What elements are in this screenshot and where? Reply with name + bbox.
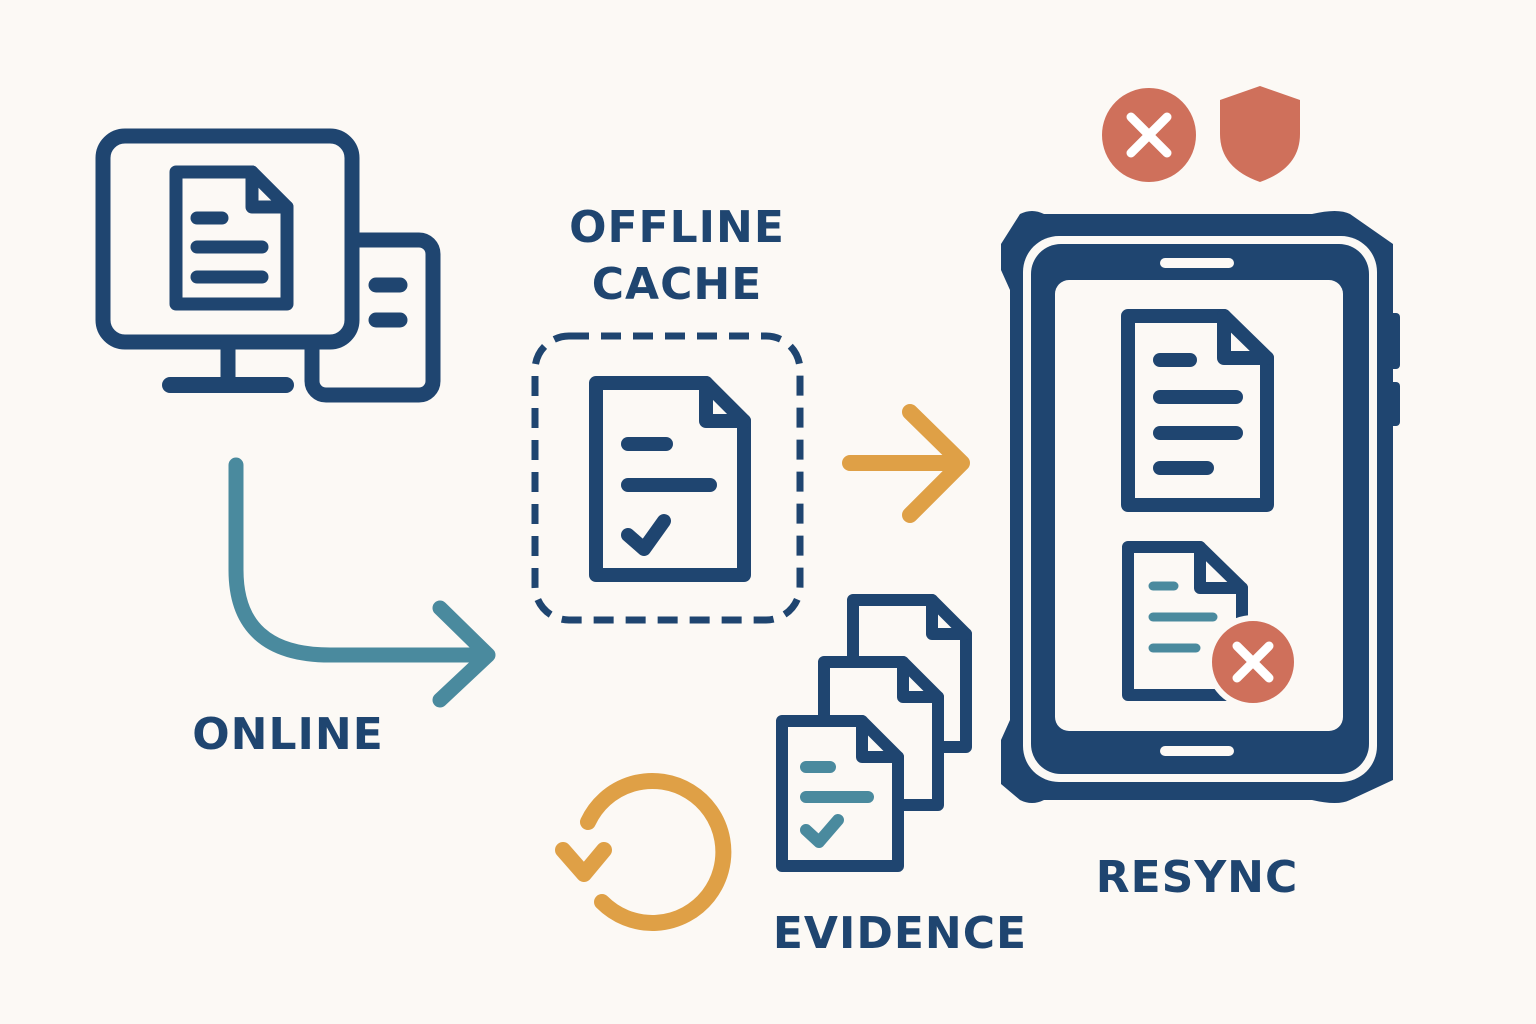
- evidence-document-lines: [800, 761, 874, 848]
- rugged-tablet-icon: [1001, 211, 1400, 803]
- tablet-document-icon: [1121, 309, 1274, 512]
- offline-cache-box: [531, 332, 804, 624]
- evidence-documents-icon: [776, 594, 972, 872]
- offline-cache-label-line1: OFFLINE: [569, 202, 785, 253]
- curved-arrow-icon: [228, 457, 496, 708]
- desktop-computer: [95, 128, 441, 403]
- evidence-label: EVIDENCE: [773, 908, 1027, 959]
- resync-label: RESYNC: [1096, 852, 1299, 903]
- sync-refresh-icon: [555, 773, 732, 931]
- offline-cache-label-line2: CACHE: [592, 259, 763, 310]
- tablet-bottom-slot: [1160, 746, 1234, 756]
- right-arrow-icon: [842, 404, 970, 523]
- document-icon: [169, 165, 294, 311]
- cached-document-check-icon: [589, 376, 751, 582]
- error-x-icon: [1102, 88, 1196, 182]
- online-label: ONLINE: [192, 709, 384, 760]
- tablet-top-slot: [1160, 258, 1234, 268]
- document-error-x-icon: [1206, 615, 1300, 709]
- shield-icon: [1220, 86, 1300, 182]
